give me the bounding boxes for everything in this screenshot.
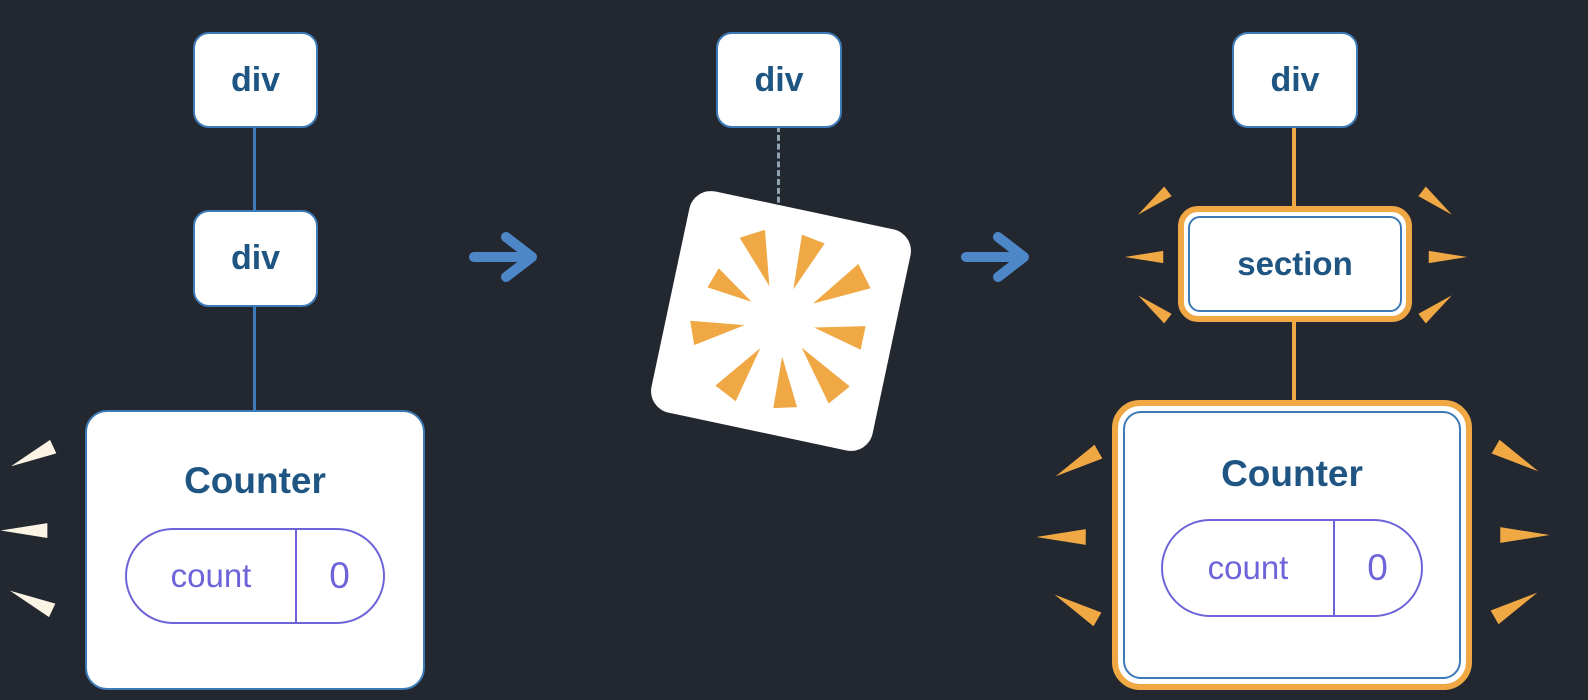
state-key: count [1163, 521, 1335, 615]
spark-icon [1138, 295, 1172, 324]
spark-icon [1055, 444, 1103, 477]
highlighted-section-node: section [1178, 206, 1412, 322]
tree-connector [253, 305, 256, 413]
dashed-connector [777, 126, 780, 238]
state-value: 0 [1367, 547, 1388, 588]
state-pill: count 0 [125, 528, 385, 624]
arrow-right-icon [961, 232, 1029, 282]
tree-connector [253, 126, 256, 214]
poof-burst-icon [690, 229, 871, 409]
spark-icon [1054, 594, 1102, 627]
spark-icon [1418, 186, 1452, 215]
spark-icon [1500, 527, 1550, 543]
spark-icon [1491, 439, 1539, 472]
spark-icon [1138, 186, 1172, 215]
tree-node-div: div [716, 32, 842, 128]
tree-node-div: div [193, 32, 318, 128]
destroyed-component-box [646, 186, 916, 456]
spark-icon [0, 523, 48, 538]
spark-icon [1418, 295, 1452, 324]
highlighted-counter-card: Counter count 0 [1112, 400, 1472, 690]
spark-icon [9, 590, 56, 618]
tree-node-div: div [1232, 32, 1358, 128]
node-label: div [754, 60, 804, 99]
spark-icon [10, 439, 57, 467]
state-pill: count 0 [1161, 519, 1423, 617]
node-label: div [1270, 60, 1320, 99]
spark-icon [1490, 592, 1538, 625]
arrow-right-icon [469, 232, 537, 282]
tree-connector [1292, 318, 1296, 404]
node-label: section [1237, 245, 1353, 282]
node-label: div [230, 60, 281, 99]
spark-icon [1124, 250, 1164, 264]
tree-node-div: div [193, 210, 318, 307]
node-label: div [230, 239, 281, 277]
state-key: count [127, 530, 297, 622]
state-value: 0 [329, 555, 350, 596]
spark-icon [1036, 529, 1086, 545]
counter-component-card: Counter count 0 [85, 410, 425, 690]
tree-connector [1292, 126, 1296, 210]
component-title: Counter [1221, 453, 1363, 494]
component-title: Counter [184, 460, 326, 501]
spark-icon [1428, 250, 1468, 264]
